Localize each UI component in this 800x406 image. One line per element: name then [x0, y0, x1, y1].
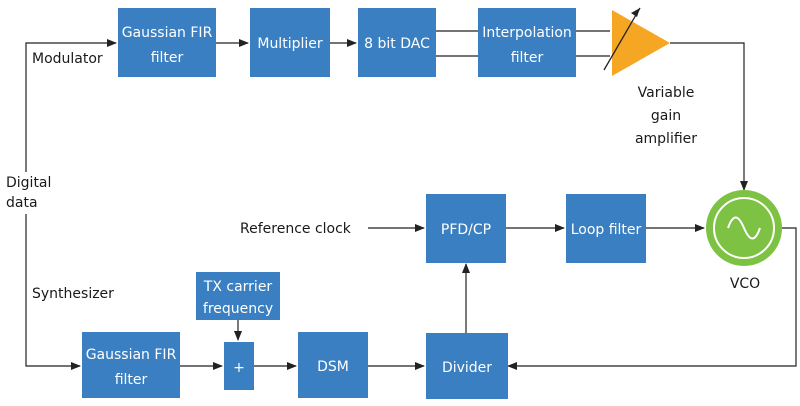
- gaussian-fir-bottom-line1: Gaussian FIR: [86, 347, 177, 363]
- digital-data-line2: data: [6, 195, 38, 211]
- multiplier-block: Multiplier: [250, 8, 330, 77]
- wire-vga-to-vco: [670, 42, 748, 191]
- wire-to-bottom-fir: [25, 214, 81, 370]
- vco-label: VCO: [730, 276, 760, 292]
- pfd-cp-block: PFD/CP: [426, 194, 506, 263]
- adder-label: +: [233, 360, 245, 376]
- dsm-label: DSM: [317, 359, 349, 375]
- tx-carrier-frequency-block: TX carrier frequency: [196, 272, 280, 320]
- wire-vco-feedback: [507, 227, 797, 370]
- reference-clock-label: Reference clock: [240, 221, 352, 237]
- gaussian-fir-top-line1: Gaussian FIR: [122, 25, 213, 41]
- dsm-block: DSM: [298, 332, 368, 398]
- interpolation-line1: Interpolation: [482, 25, 572, 41]
- wire-to-top-fir: [25, 39, 117, 172]
- dac-block: 8 bit DAC: [358, 8, 436, 77]
- divider-label: Divider: [442, 360, 492, 376]
- gaussian-fir-filter-bottom: Gaussian FIR filter: [82, 332, 180, 398]
- tx-carrier-line1: TX carrier: [203, 279, 273, 295]
- synthesizer-label: Synthesizer: [32, 286, 114, 302]
- gaussian-fir-bottom-line2: filter: [115, 372, 148, 388]
- loop-filter-block: Loop filter: [566, 194, 646, 263]
- vga-line1: Variable: [638, 85, 695, 101]
- sine-wave-icon: [727, 216, 761, 240]
- gaussian-fir-top-line2: filter: [151, 50, 184, 66]
- gaussian-fir-filter-top: Gaussian FIR filter: [118, 8, 216, 77]
- amplifier-icon: [603, 7, 670, 76]
- multiplier-label: Multiplier: [257, 36, 323, 52]
- digital-data-line1: Digital: [6, 175, 51, 191]
- interpolation-filter-block: Interpolation filter: [478, 8, 576, 77]
- vco: [706, 190, 782, 266]
- dac-label: 8 bit DAC: [364, 36, 430, 52]
- pfd-cp-label: PFD/CP: [441, 222, 491, 238]
- divider-block: Divider: [426, 333, 508, 399]
- wires: [25, 30, 797, 370]
- loop-filter-label: Loop filter: [571, 222, 642, 238]
- adder-block: +: [224, 342, 254, 390]
- vga-line2: gain: [651, 108, 681, 124]
- modulator-label: Modulator: [32, 51, 103, 67]
- interpolation-line2: filter: [511, 50, 544, 66]
- vga-line3: amplifier: [635, 131, 697, 147]
- tx-carrier-line2: frequency: [203, 301, 273, 317]
